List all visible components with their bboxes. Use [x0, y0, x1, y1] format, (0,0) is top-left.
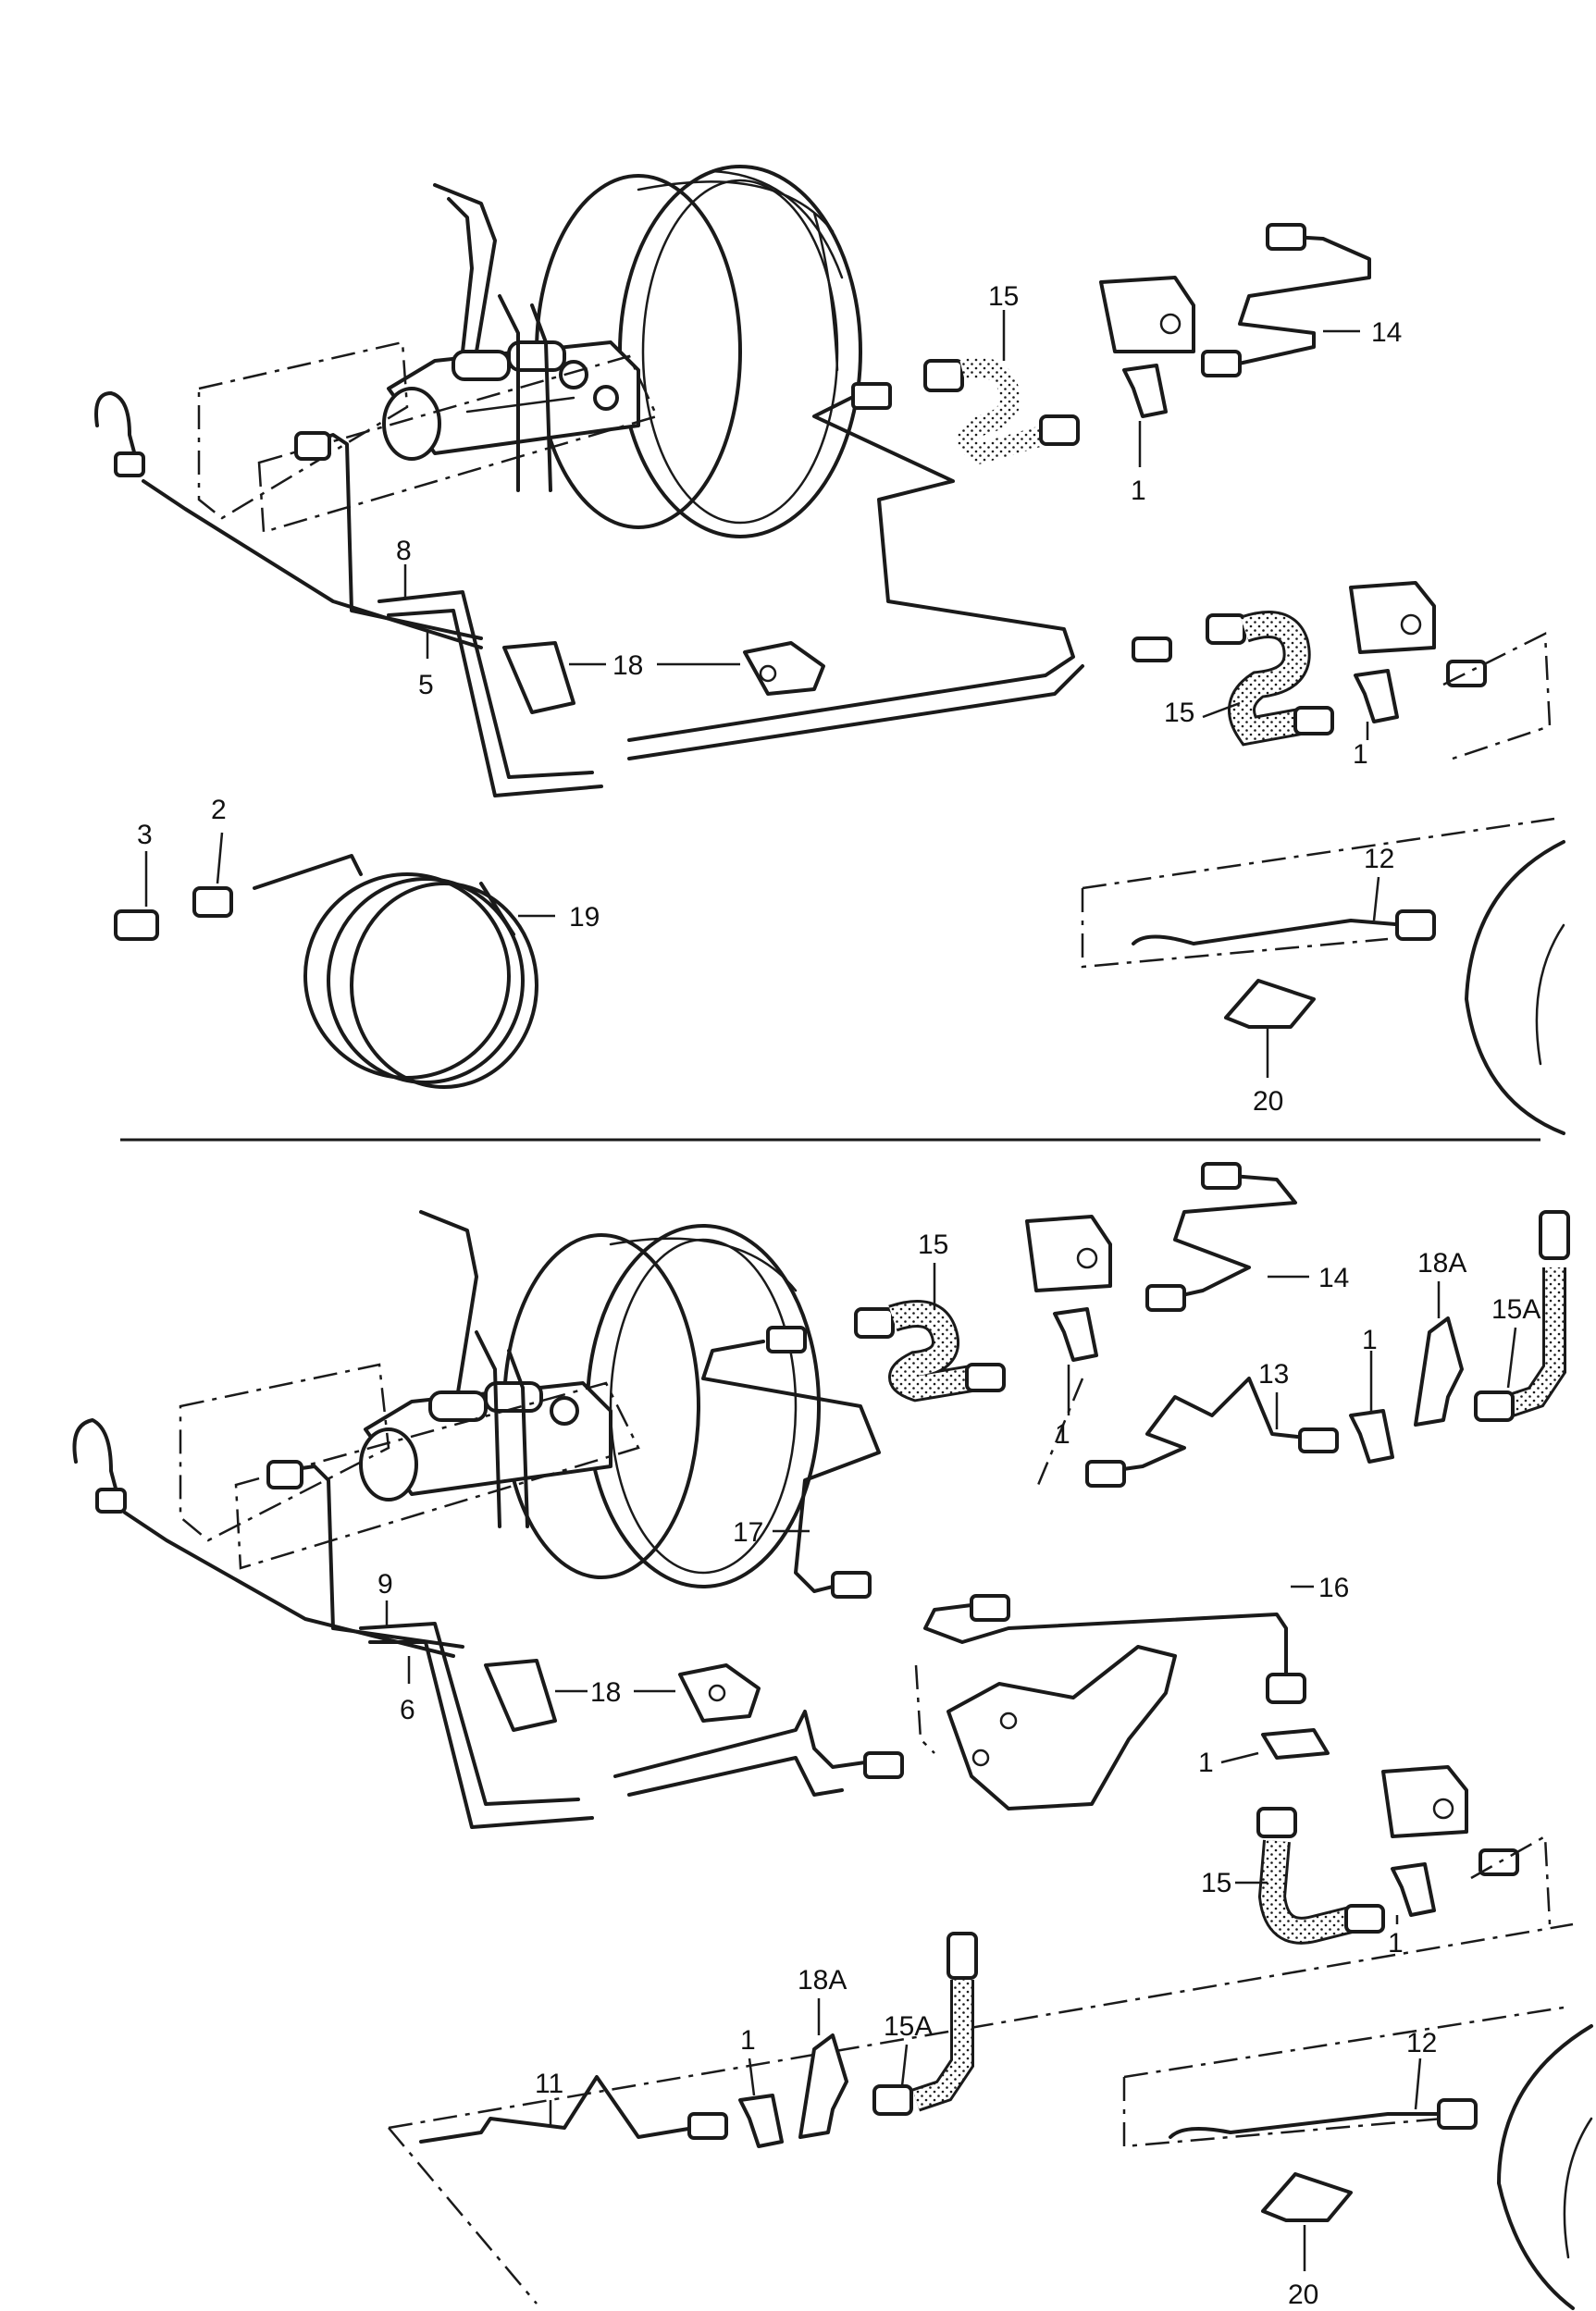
callout-14: 14	[1371, 317, 1402, 348]
brake-booster	[535, 165, 862, 538]
callout-20: 20	[1288, 2280, 1318, 2310]
callout-18A: 18A	[1417, 1248, 1466, 1279]
brake-hose-2	[1132, 611, 1334, 747]
callout-1: 1	[1055, 1419, 1070, 1450]
callout-8: 8	[396, 536, 412, 566]
callout-3: 3	[137, 820, 153, 850]
callout-1: 1	[1131, 476, 1146, 506]
callout-1: 1	[1388, 1928, 1404, 1959]
callout-14: 14	[1318, 1263, 1349, 1293]
callout-19: 19	[569, 902, 600, 933]
callout-12: 12	[1364, 844, 1394, 874]
brake-hose-lower	[854, 1300, 1006, 1403]
upper-assembly	[94, 165, 1565, 1135]
callout-16: 16	[1318, 1573, 1349, 1603]
callouts: 15 14 1 8 5 18 15 1 3 2 19 12 20 15 14 1…	[137, 281, 1540, 2310]
callout-1: 1	[1362, 1325, 1378, 1355]
callout-15A: 15A	[884, 2011, 933, 2042]
callout-15: 15	[918, 1230, 948, 1260]
brake-hose-lower-2	[1256, 1807, 1385, 1945]
callout-6: 6	[400, 1695, 415, 1725]
callout-20: 20	[1253, 1086, 1283, 1117]
callout-17: 17	[733, 1517, 763, 1548]
callout-1: 1	[1198, 1748, 1214, 1778]
callout-9: 9	[377, 1569, 393, 1600]
callout-18A: 18A	[798, 1965, 847, 1996]
callout-15: 15	[988, 281, 1019, 312]
callout-12: 12	[1406, 2028, 1437, 2058]
callout-5: 5	[418, 670, 434, 700]
callout-15A: 15A	[1491, 1294, 1540, 1325]
callout-1: 1	[740, 2025, 756, 2056]
master-cylinder-lower	[359, 1381, 612, 1502]
callout-11: 11	[535, 2069, 563, 2099]
callout-18: 18	[590, 1677, 621, 1708]
callout-18: 18	[612, 650, 643, 681]
callout-2: 2	[211, 795, 227, 825]
callout-13: 13	[1258, 1359, 1289, 1390]
lower-assembly	[72, 1162, 1593, 2310]
brake-hose	[923, 357, 1080, 464]
callout-15: 15	[1201, 1868, 1231, 1898]
master-cylinder	[382, 340, 640, 461]
callout-1: 1	[1353, 739, 1368, 770]
callout-15: 15	[1164, 698, 1194, 728]
